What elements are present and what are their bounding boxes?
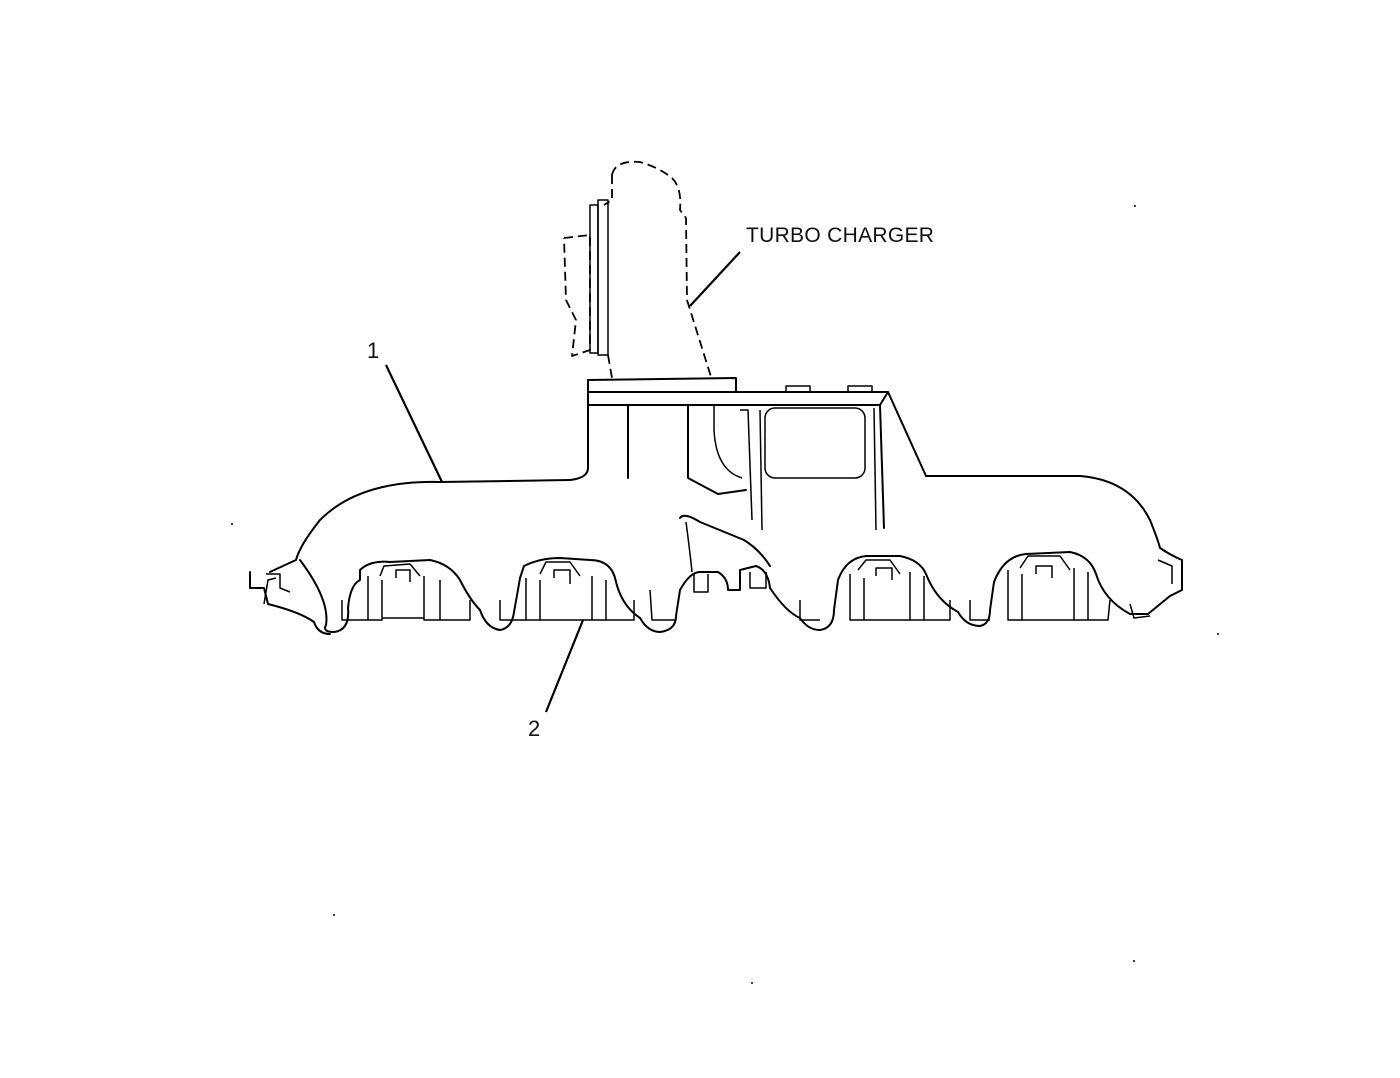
turbo-mounting-flange xyxy=(569,377,927,531)
scan-specks xyxy=(231,205,1219,984)
leader-line-2 xyxy=(544,619,585,713)
leader-line-turbo xyxy=(689,251,741,307)
leader-line-1 xyxy=(385,364,443,483)
turbocharger-outline xyxy=(563,160,713,381)
manifold-body xyxy=(269,475,1183,633)
callout-1-label: 1 xyxy=(367,338,380,363)
callout-2-label: 2 xyxy=(528,716,541,741)
port-gaskets xyxy=(249,559,1173,635)
turbocharger-label: TURBO CHARGER xyxy=(746,224,935,247)
